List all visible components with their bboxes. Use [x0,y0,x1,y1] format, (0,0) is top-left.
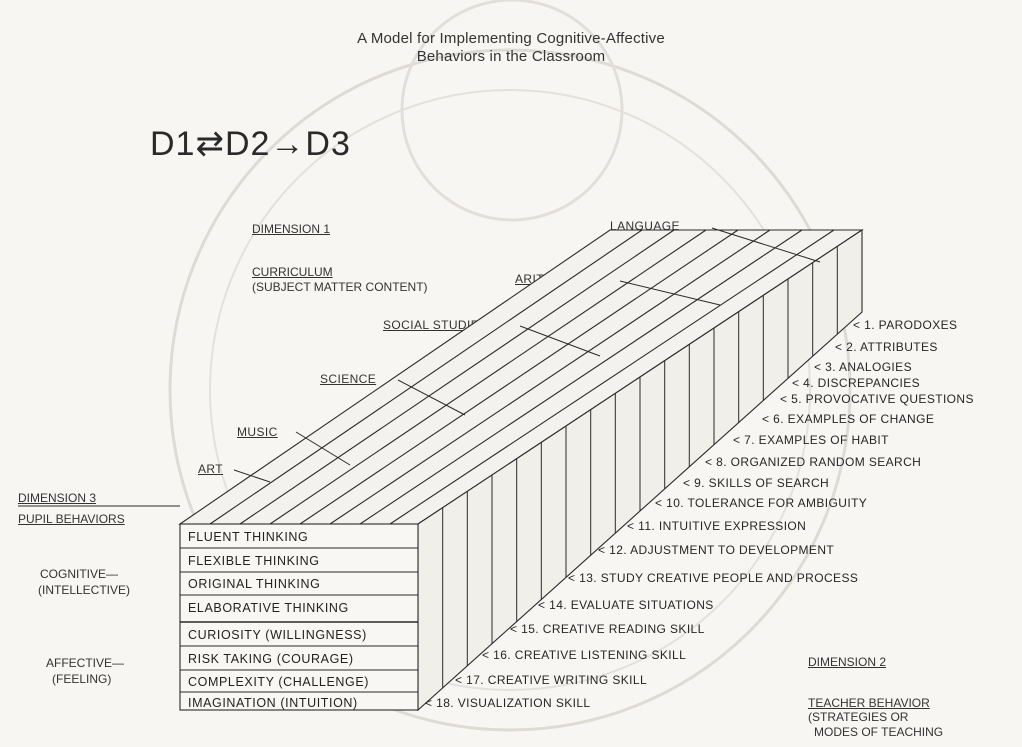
mode-16: < 16. CREATIVE LISTENING SKILL [482,648,687,662]
dimension1-label: DIMENSION 1 [252,222,331,236]
curriculum-label: CURRICULUM [252,265,333,279]
mode-12: < 12. ADJUSTMENT TO DEVELOPMENT [598,543,835,557]
mode-17: < 17. CREATIVE WRITING SKILL [455,673,648,687]
behavior-flexible-thinking: FLEXIBLE THINKING [188,554,320,568]
behavior-original-thinking: ORIGINAL THINKING [188,577,321,591]
mode-4: < 4. DISCREPANCIES [792,376,921,390]
mode-3: < 3. ANALOGIES [814,360,912,374]
teacher-behavior-label: TEACHER BEHAVIOR [808,696,930,710]
subject-art: ART [198,462,223,476]
subject-social-studies: SOCIAL STUDIES [383,318,488,332]
cognitive-sub-label: (INTELLECTIVE) [38,583,131,597]
behavior-imagination: IMAGINATION (INTUITION) [188,696,358,710]
mode-6: < 6. EXAMPLES OF CHANGE [762,412,935,426]
mode-2: < 2. ATTRIBUTES [835,340,938,354]
mode-15: < 15. CREATIVE READING SKILL [510,622,705,636]
modes-of-teaching-label: MODES OF TEACHING [814,725,944,739]
mode-10: < 10. TOLERANCE FOR AMBIGUITY [655,496,868,510]
dimension2-label: DIMENSION 2 [808,655,887,669]
mode-14: < 14. EVALUATE SITUATIONS [538,598,714,612]
subject-music: MUSIC [237,425,278,439]
diagram-title-line2: Behaviors in the Classroom [416,48,606,65]
mode-18: < 18. VISUALIZATION SKILL [425,696,591,710]
mode-7: < 7. EXAMPLES OF HABIT [733,433,889,447]
mode-9: < 9. SKILLS OF SEARCH [683,476,830,490]
mode-8: < 8. ORGANIZED RANDOM SEARCH [705,455,922,469]
behavior-elaborative-thinking: ELABORATIVE THINKING [188,601,349,615]
affective-label: AFFECTIVE— [46,656,125,670]
mode-13: < 13. STUDY CREATIVE PEOPLE AND PROCESS [568,571,859,585]
behavior-curiosity: CURIOSITY (WILLINGNESS) [188,628,367,642]
diagram-title-line1: A Model for Implementing Cognitive-Affec… [357,30,665,47]
behavior-risk-taking: RISK TAKING (COURAGE) [188,652,354,666]
pupil-behaviors-label: PUPIL BEHAVIORS [18,512,125,526]
subject-science: SCIENCE [320,372,377,386]
strategies-label: (STRATEGIES OR [808,710,909,724]
affective-sub-label: (FEELING) [52,672,112,686]
behavior-fluent-thinking: FLUENT THINKING [188,530,309,544]
mode-11: < 11. INTUITIVE EXPRESSION [627,519,807,533]
dimension3-label: DIMENSION 3 [18,491,97,505]
mode-5: < 5. PROVOCATIVE QUESTIONS [780,392,974,406]
behavior-complexity: COMPLEXITY (CHALLENGE) [188,675,370,689]
mode-1: < 1. PARODOXES [853,318,958,332]
curriculum-sub-label: (SUBJECT MATTER CONTENT) [252,280,428,294]
block-front-face [179,523,419,711]
dimension-formula: D1⇄D2→D3 [150,125,351,163]
cognitive-label: COGNITIVE— [40,567,119,581]
